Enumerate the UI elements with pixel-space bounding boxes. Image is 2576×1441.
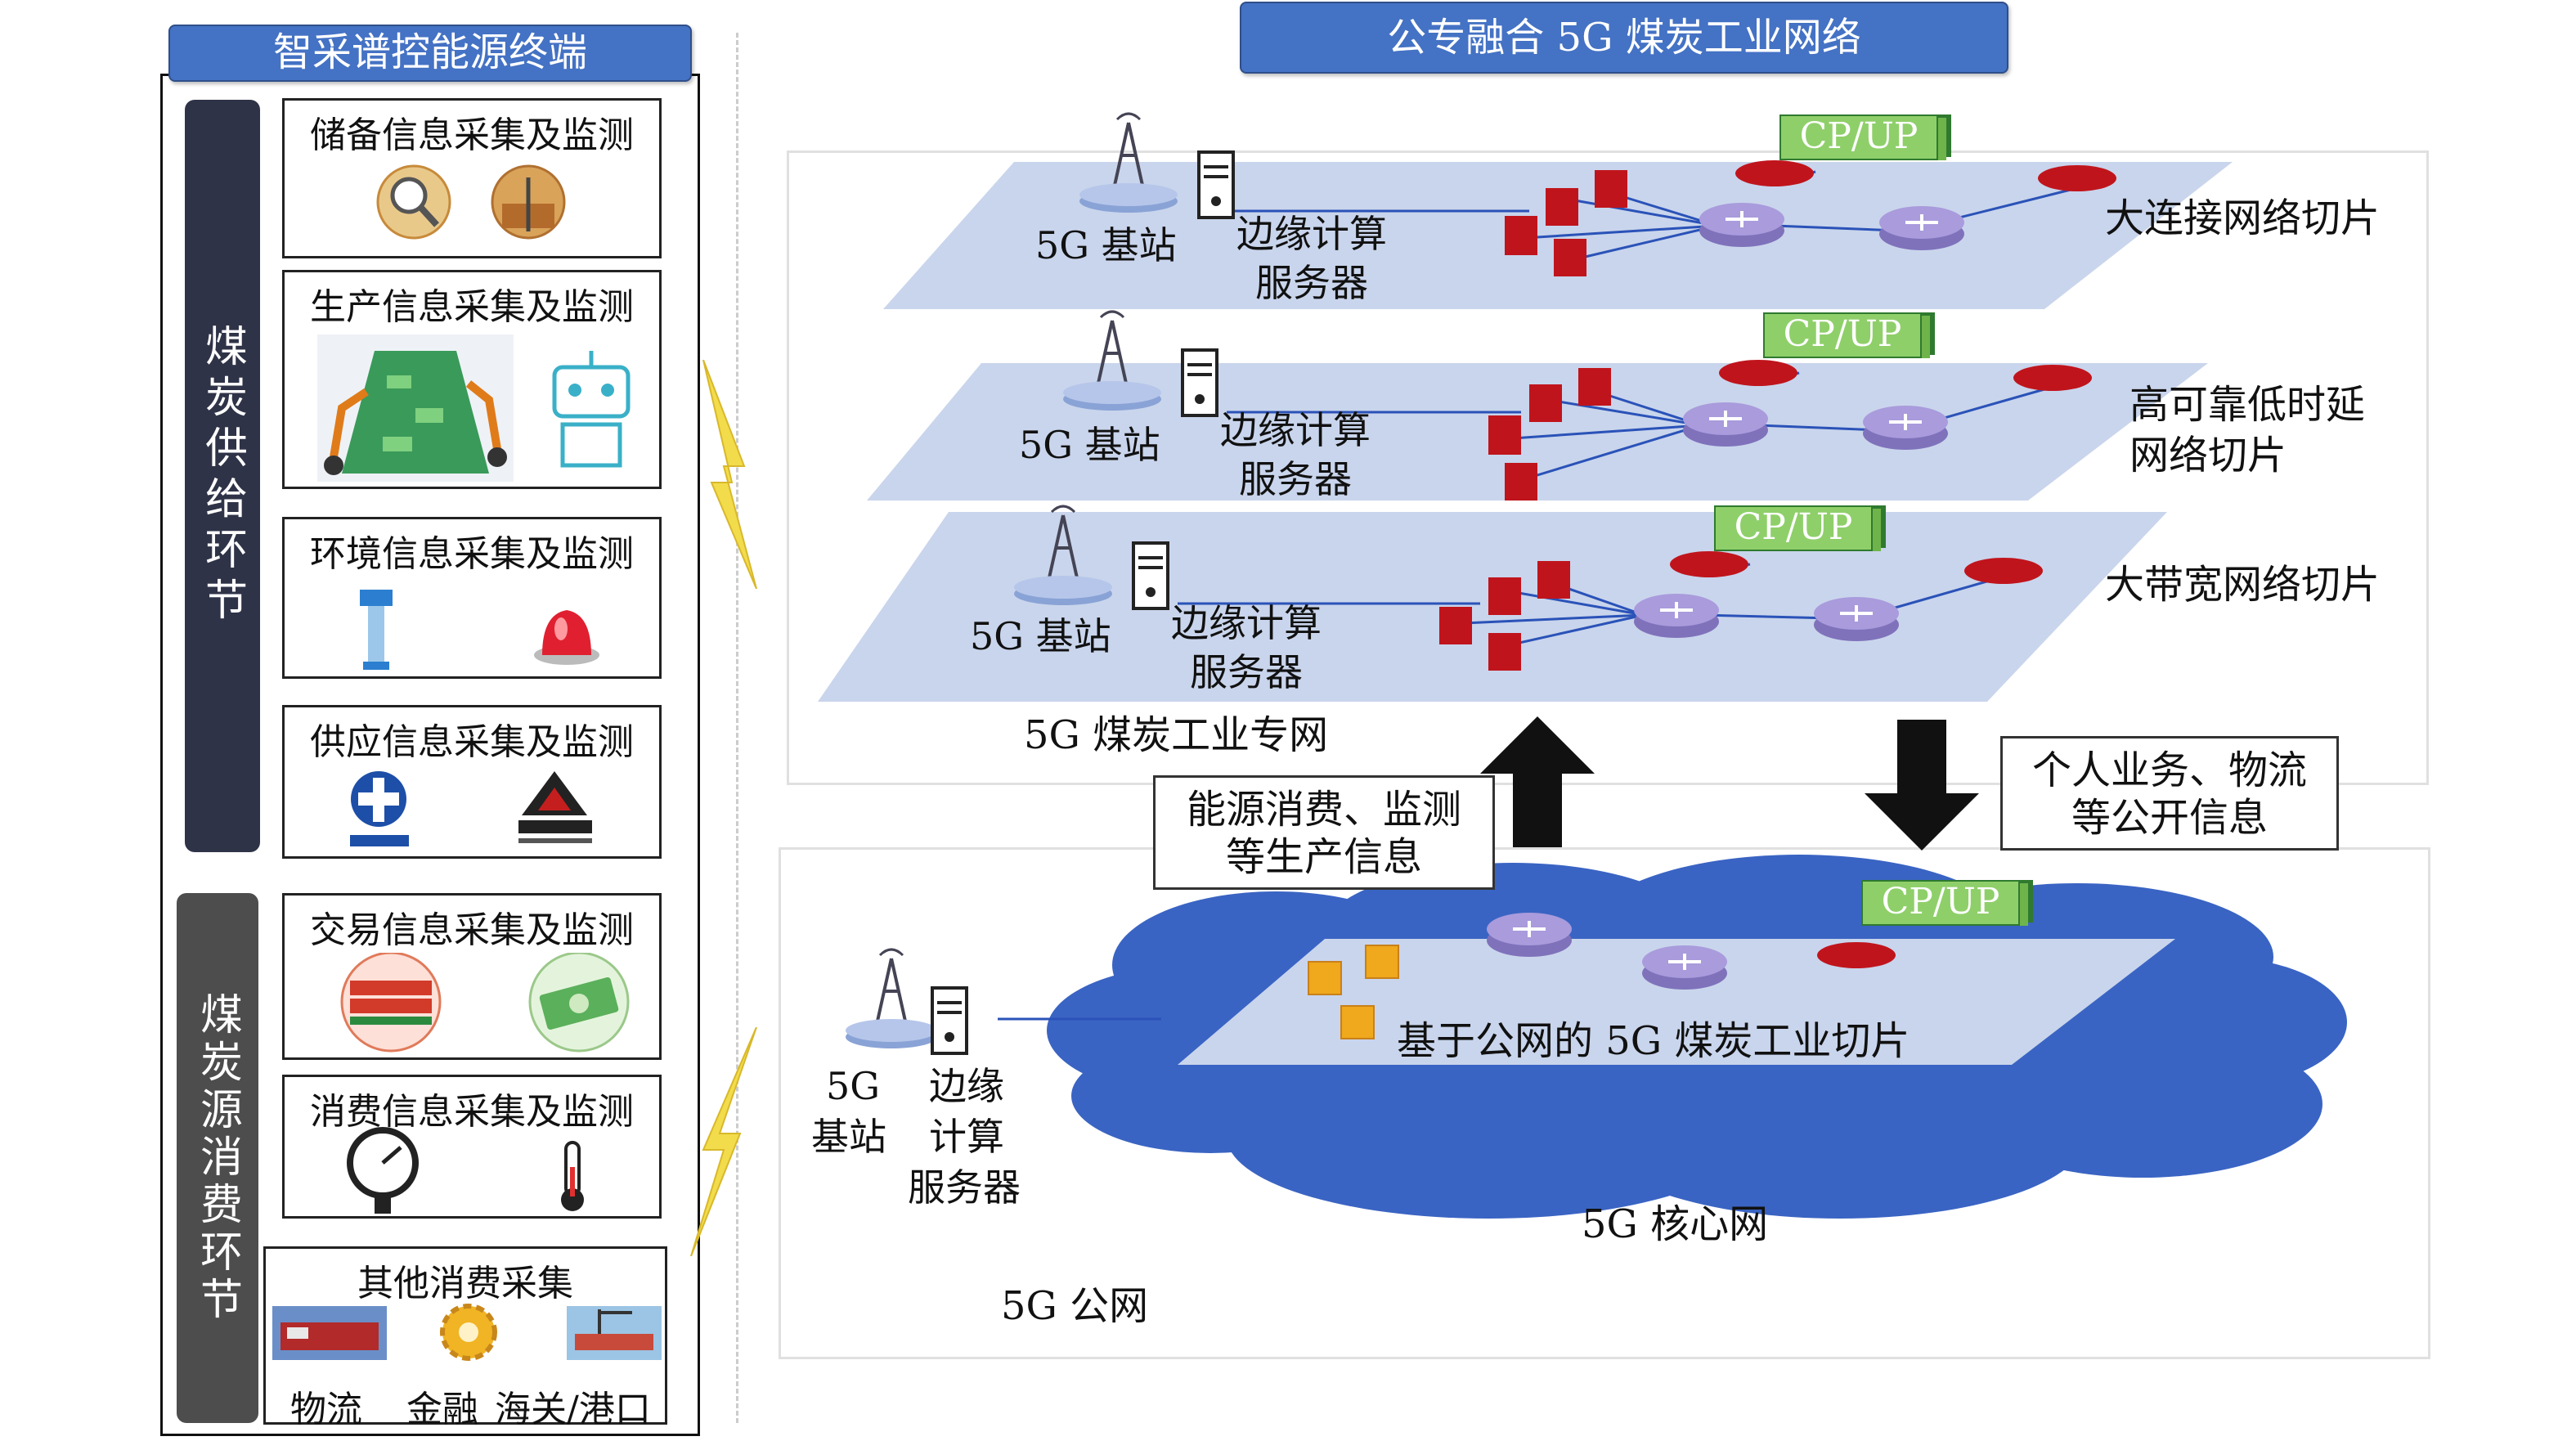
router-icon xyxy=(1863,406,1948,450)
base-station-icon xyxy=(846,948,937,1048)
edge-server-label: 边缘计算 服务器 xyxy=(1220,408,1371,501)
trade-monitor-box: 交易信息采集及监测 xyxy=(282,893,662,1060)
finance-label: 金融 xyxy=(406,1389,478,1430)
china-coal-logo xyxy=(350,771,409,846)
routers xyxy=(1487,203,1964,990)
public-slice-label: 基于公网的 5G 煤炭工业切片 xyxy=(1397,1018,1910,1064)
base-station-icon xyxy=(1063,310,1161,411)
box-title: 消费信息采集及监测 xyxy=(310,1091,634,1133)
router-icon xyxy=(1879,206,1964,250)
public-base-station-name: 基站 xyxy=(811,1115,886,1159)
alarm-light-icon xyxy=(534,610,599,665)
divider-line xyxy=(736,33,738,1423)
consumption-icons xyxy=(347,1127,584,1214)
money-icon xyxy=(528,953,630,1053)
consume-band: 煤炭源消费环节 xyxy=(177,893,258,1423)
box-title: 储备信息采集及监测 xyxy=(310,114,634,156)
public-network-frame xyxy=(779,847,2430,1359)
cp-up-label: CP/UP xyxy=(1861,880,2020,926)
slice-name-embb: 大带宽网络切片 xyxy=(2105,562,2381,608)
soil-layer-icon xyxy=(491,164,566,240)
router-icon xyxy=(1642,945,1727,990)
downstream-info-box: 个人业务、物流 等公开信息 xyxy=(2000,736,2339,851)
router-icon xyxy=(1683,402,1768,447)
public-edge-line3: 服务器 xyxy=(908,1165,1021,1210)
environment-monitor-box: 环境信息采集及监测 xyxy=(282,517,662,679)
slice-name-urllc: 高可靠低时延 网络切片 xyxy=(2129,382,2366,478)
cp-up-label: CP/UP xyxy=(1714,505,1873,551)
public-edge-line2: 计算 xyxy=(929,1115,1004,1159)
cp-up-label: CP/UP xyxy=(1763,312,1922,358)
edge-server-icon xyxy=(1132,541,1169,610)
red-blocks xyxy=(1439,170,1627,671)
china-shenhua-logo xyxy=(518,771,592,843)
orange-cubes xyxy=(1308,945,1399,1039)
lightning-icon xyxy=(702,360,757,589)
left-panel-title: 智采谱控能源终端 xyxy=(168,25,692,82)
router-icon xyxy=(1487,913,1572,957)
box-title: 交易信息采集及监测 xyxy=(310,909,634,951)
router-icon xyxy=(1634,594,1719,638)
reserve-monitor-box: 储备信息采集及监测 xyxy=(282,98,662,258)
reserve-icons xyxy=(376,164,566,240)
supply-monitor-box: 供应信息采集及监测 xyxy=(282,705,662,859)
gear-coins-icon xyxy=(440,1304,497,1361)
supply-icons xyxy=(350,771,592,846)
red-cylinders xyxy=(1670,160,2116,968)
router-icon xyxy=(1814,597,1899,641)
base-station-label: 5G 基站 xyxy=(1019,423,1160,467)
customs-port-label: 海关/港口 xyxy=(495,1389,651,1430)
box-title: 生产信息采集及监测 xyxy=(310,286,634,328)
consumption-monitor-box: 消费信息采集及监测 xyxy=(282,1075,662,1219)
public-network-label: 5G 公网 xyxy=(1001,1283,1149,1329)
supply-band: 煤炭供给环节 xyxy=(185,100,260,852)
edge-server-label: 边缘计算 服务器 xyxy=(1171,601,1322,694)
thermometer-icon xyxy=(561,1141,584,1211)
edge-server-label: 边缘计算 服务器 xyxy=(1236,212,1387,305)
cp-up-label: CP/UP xyxy=(1779,114,1938,160)
slice-name-massive: 大连接网络切片 xyxy=(2105,195,2381,241)
train-icon xyxy=(272,1306,387,1360)
base-station-label: 5G 基站 xyxy=(1035,223,1177,267)
trading-screen-icon xyxy=(340,953,442,1053)
logistics-label: 物流 xyxy=(290,1389,362,1430)
magnifier-icon xyxy=(376,164,451,240)
box-title: 环境信息采集及监测 xyxy=(310,533,634,575)
core-network-label: 5G 核心网 xyxy=(1582,1201,1769,1247)
other-icons xyxy=(272,1304,662,1361)
trade-icons xyxy=(340,953,630,1053)
private-network-label: 5G 煤炭工业专网 xyxy=(1024,712,1329,758)
production-monitor-box: 生产信息采集及监测 xyxy=(282,270,662,489)
sensor-tower-icon xyxy=(360,590,393,670)
box-title: 其他消费采集 xyxy=(357,1263,573,1304)
base-station-label: 5G 基站 xyxy=(970,614,1111,658)
box-title: 供应信息采集及监测 xyxy=(310,721,634,763)
edge-server-icon xyxy=(1181,348,1218,417)
harbor-icon xyxy=(567,1306,662,1360)
lightning-icon xyxy=(690,1027,757,1256)
pressure-gauge-icon xyxy=(347,1127,419,1214)
edge-server-icon xyxy=(1197,150,1235,219)
upstream-info-box: 能源消费、监测 等生产信息 xyxy=(1153,775,1495,890)
robot-icon xyxy=(552,351,631,468)
public-base-station-5g: 5G xyxy=(826,1064,881,1108)
up-arrow-icon xyxy=(1480,716,1595,847)
router-icon xyxy=(1699,203,1784,247)
public-slice-plane xyxy=(1178,939,2175,1065)
other-consumption-box: 其他消费采集 物流 金融 海关/港口 xyxy=(263,1246,667,1430)
base-station-icon xyxy=(1079,112,1178,213)
right-panel-title: 公专融合 5G 煤炭工业网络 xyxy=(1240,2,2008,74)
public-edge-line1: 边缘 xyxy=(929,1064,1004,1108)
base-station-icon xyxy=(1014,505,1112,605)
private-network-frame xyxy=(787,150,2429,785)
production-icons xyxy=(317,334,631,482)
down-arrow-icon xyxy=(1865,720,1979,851)
assembly-line-icon xyxy=(317,334,514,482)
edge-server-icon xyxy=(931,986,968,1055)
environment-icons xyxy=(360,590,599,670)
